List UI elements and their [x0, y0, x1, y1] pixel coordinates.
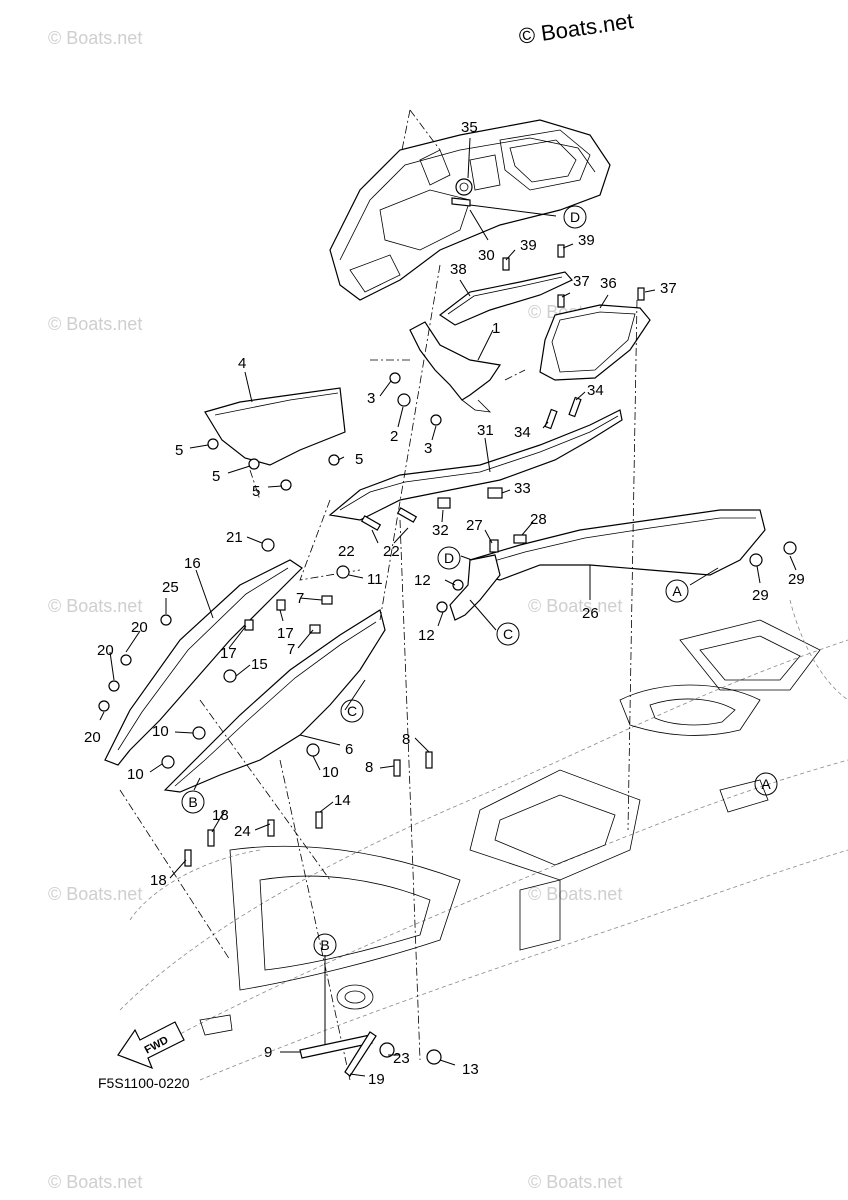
- watermark: © Boats.net: [528, 884, 622, 904]
- callout-34: 34: [514, 424, 531, 441]
- callout-labels: 35 30 39 39 38 37 36 37 1 4 3 2 3 5 5 5 …: [84, 119, 805, 1088]
- callout-9: 9: [264, 1044, 272, 1061]
- callout-29: 29: [752, 587, 769, 604]
- callout-3: 3: [424, 440, 432, 457]
- callout-14: 14: [334, 792, 351, 809]
- callout-8: 8: [402, 731, 410, 748]
- callout-34: 34: [587, 382, 604, 399]
- callout-30: 30: [478, 247, 495, 264]
- svg-text:A: A: [672, 583, 682, 599]
- callout-6: 6: [345, 741, 353, 758]
- svg-text:B: B: [320, 937, 329, 953]
- callout-18: 18: [150, 872, 167, 889]
- callout-21: 21: [226, 529, 243, 546]
- callout-17: 17: [277, 625, 294, 642]
- fwd-arrow: FWD: [117, 1021, 185, 1070]
- callout-10: 10: [127, 766, 144, 783]
- callout-16: 16: [184, 555, 201, 572]
- callout-17: 17: [220, 645, 237, 662]
- callout-5: 5: [175, 442, 183, 459]
- part-26: [469, 509, 766, 581]
- callout-11: 11: [367, 571, 383, 588]
- callout-35: 35: [461, 119, 478, 136]
- callout-22: 22: [383, 543, 400, 560]
- callout-3: 3: [367, 390, 375, 407]
- ref-circle-c-left: C: [340, 699, 364, 723]
- callout-5: 5: [252, 483, 260, 500]
- callout-31: 31: [477, 422, 494, 439]
- callout-37: 37: [660, 280, 677, 297]
- watermark: © Boats.net: [48, 314, 142, 334]
- callout-2: 2: [390, 428, 398, 445]
- part-36: [539, 304, 651, 381]
- leader-lines: [99, 137, 797, 1077]
- fasteners: [98, 244, 797, 1077]
- callout-33: 33: [514, 480, 531, 497]
- callout-39: 39: [578, 232, 595, 249]
- callout-22: 22: [338, 543, 355, 560]
- svg-text:B: B: [188, 794, 197, 810]
- callout-18: 18: [212, 807, 229, 824]
- callout-8: 8: [365, 759, 373, 776]
- callout-7: 7: [296, 590, 304, 607]
- callout-1: 1: [492, 320, 500, 337]
- assembly-lines: [119, 264, 638, 1081]
- watermark: © Boats.net: [48, 884, 142, 904]
- ref-circle-b-upper: B: [181, 790, 205, 814]
- callout-32: 32: [432, 522, 449, 539]
- callout-12: 12: [414, 572, 431, 589]
- callout-39: 39: [520, 237, 537, 254]
- hull-deck: [119, 599, 848, 1081]
- part-1: [409, 321, 502, 401]
- callout-12: 12: [418, 627, 435, 644]
- svg-text:C: C: [503, 626, 513, 642]
- callout-26: 26: [582, 605, 599, 622]
- callout-28: 28: [530, 511, 547, 528]
- callout-20: 20: [97, 642, 114, 659]
- part-4: [204, 387, 346, 466]
- callout-37: 37: [573, 273, 590, 290]
- svg-text:A: A: [761, 776, 771, 792]
- callout-38: 38: [450, 261, 467, 278]
- watermark: © Boats.net: [528, 596, 622, 616]
- svg-text:D: D: [444, 550, 454, 566]
- watermark: © Boats.net: [528, 1172, 622, 1192]
- watermark: © Boats.net: [48, 28, 142, 48]
- watermark: © Boats.net: [48, 1172, 142, 1192]
- callout-23: 23: [393, 1050, 410, 1067]
- part-16: [104, 559, 303, 766]
- callout-25: 25: [162, 579, 179, 596]
- callout-29: 29: [788, 571, 805, 588]
- callout-20: 20: [131, 619, 148, 636]
- callout-36: 36: [600, 275, 617, 292]
- callout-27: 27: [466, 517, 483, 534]
- callout-24: 24: [234, 823, 251, 840]
- ref-circle-d-top: D: [563, 205, 587, 229]
- ref-circle-a-upper: A: [665, 579, 689, 603]
- watermarks: © Boats.net © Boats.net © Boats.net © Bo…: [48, 28, 622, 1192]
- callout-4: 4: [238, 355, 246, 372]
- part-27-bracket: [449, 554, 501, 621]
- callout-19: 19: [368, 1071, 385, 1088]
- part-code-label: F5S1100-0220: [98, 1075, 190, 1091]
- callout-15: 15: [251, 656, 268, 673]
- part-38: [438, 271, 573, 326]
- svg-text:C: C: [347, 703, 357, 719]
- svg-text:D: D: [570, 209, 580, 225]
- ref-circle-b-lower: B: [313, 933, 337, 957]
- ref-circle-c-right: C: [496, 622, 520, 646]
- ref-circle-a-lower: A: [754, 772, 778, 796]
- callout-5: 5: [355, 451, 363, 468]
- callout-13: 13: [462, 1061, 479, 1078]
- watermark: © Boats.net: [48, 596, 142, 616]
- callout-10: 10: [322, 764, 339, 781]
- ref-circle-d-lower: D: [437, 546, 461, 570]
- copyright-label: © Boats.net: [517, 8, 635, 49]
- callout-7: 7: [287, 641, 295, 658]
- callout-20: 20: [84, 729, 101, 746]
- callout-5: 5: [212, 468, 220, 485]
- part-31: [328, 409, 623, 521]
- callout-10: 10: [152, 723, 169, 740]
